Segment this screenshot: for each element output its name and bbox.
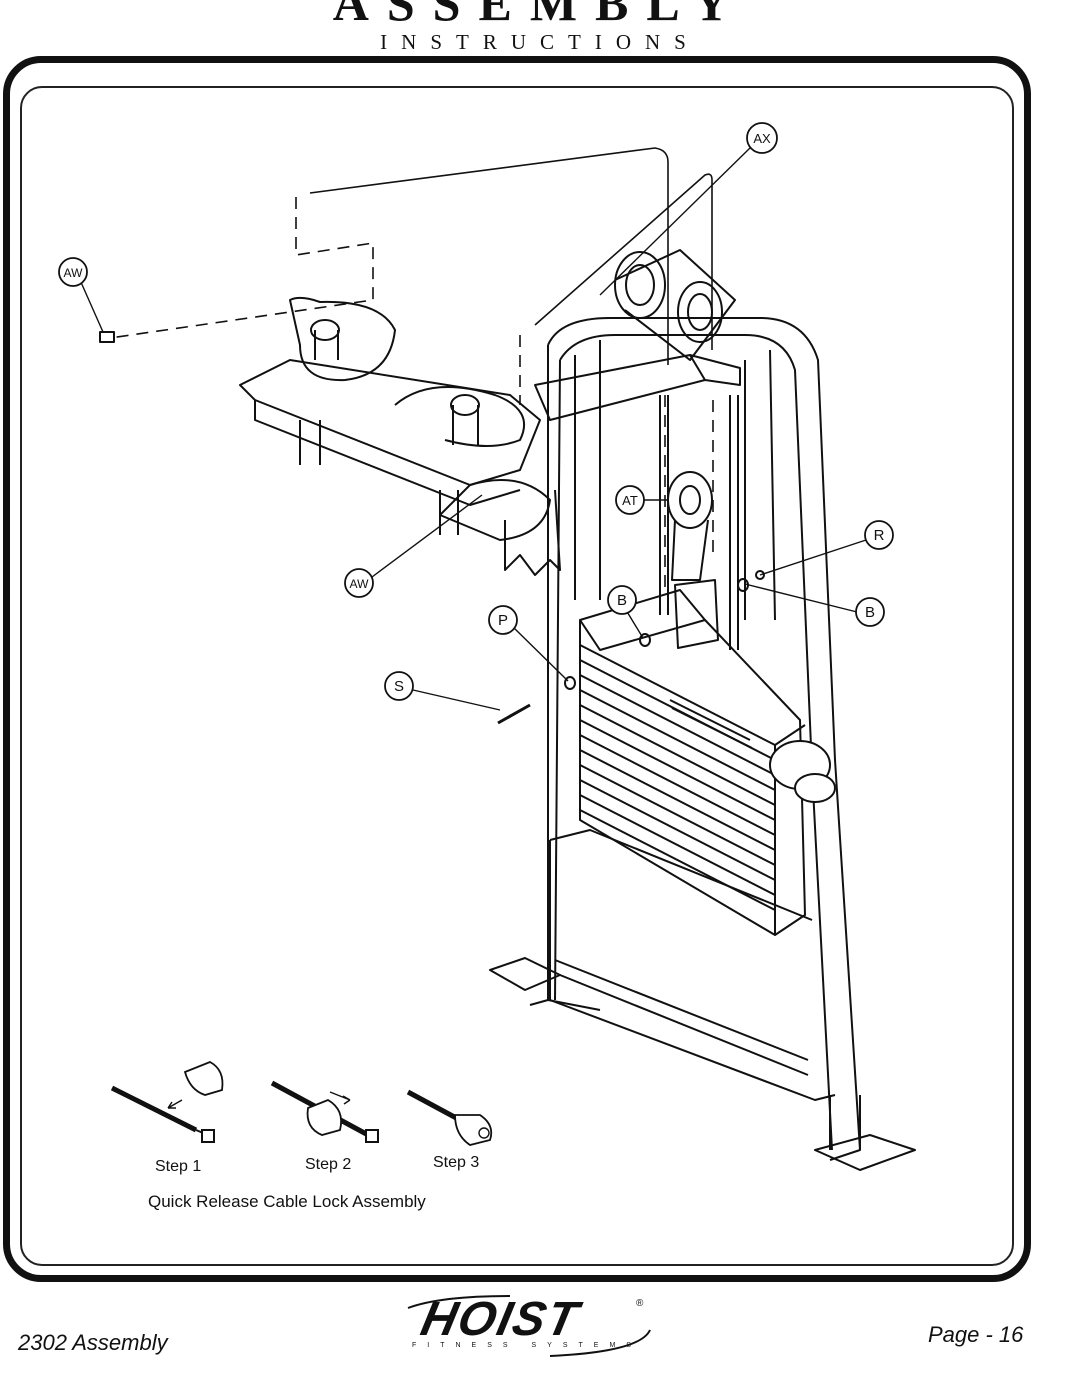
callout-s: S [394,678,404,695]
callout-p: P [498,612,508,629]
logo-swoosh-icon [407,1295,651,1357]
step1-cable [110,1085,198,1133]
step1-label: Step 1 [155,1158,202,1175]
callout-r: R [874,527,885,544]
bolt-s [497,703,531,725]
callout-ax: AX [753,131,771,146]
left-foot [489,957,561,991]
top-pulley-left [614,251,666,319]
hoist-logo: HOIST ® FITNESS SYSTEMS [400,1290,670,1360]
inner-frame [20,86,1014,1266]
logo-subtitle: FITNESS SYSTEMS [412,1342,642,1349]
callout-aw-bottom: AW [350,577,370,591]
crossbar [534,354,741,421]
middle-pulley [667,471,713,529]
cable [309,147,713,365]
page-subtitle: INSTRUCTIONS [380,30,700,54]
step3-cable [406,1089,462,1123]
logo-registered: ® [636,1298,644,1309]
step3-label: Step 3 [433,1154,480,1171]
callout-at: AT [622,493,638,508]
weight-stack [579,619,806,936]
step2-label: Step 2 [305,1156,352,1173]
top-pulley-right [677,281,723,343]
callout-b-right: B [865,604,875,621]
base-frame [549,829,836,1101]
diagram-caption: Quick Release Cable Lock Assembly [148,1192,426,1211]
outer-frame [3,56,1031,1282]
page-title: ASSEMBLY [332,0,748,31]
logo-wordmark: HOIST [416,1293,585,1346]
callout-aw-top: AW [64,266,84,280]
angle-plate [439,479,551,541]
lever-arm [239,359,541,486]
page-number: Page - 16 [928,1322,1024,1347]
right-foot [814,1134,916,1171]
model-label: 2302 Assembly [18,1330,168,1355]
callout-b-left: B [617,592,627,609]
